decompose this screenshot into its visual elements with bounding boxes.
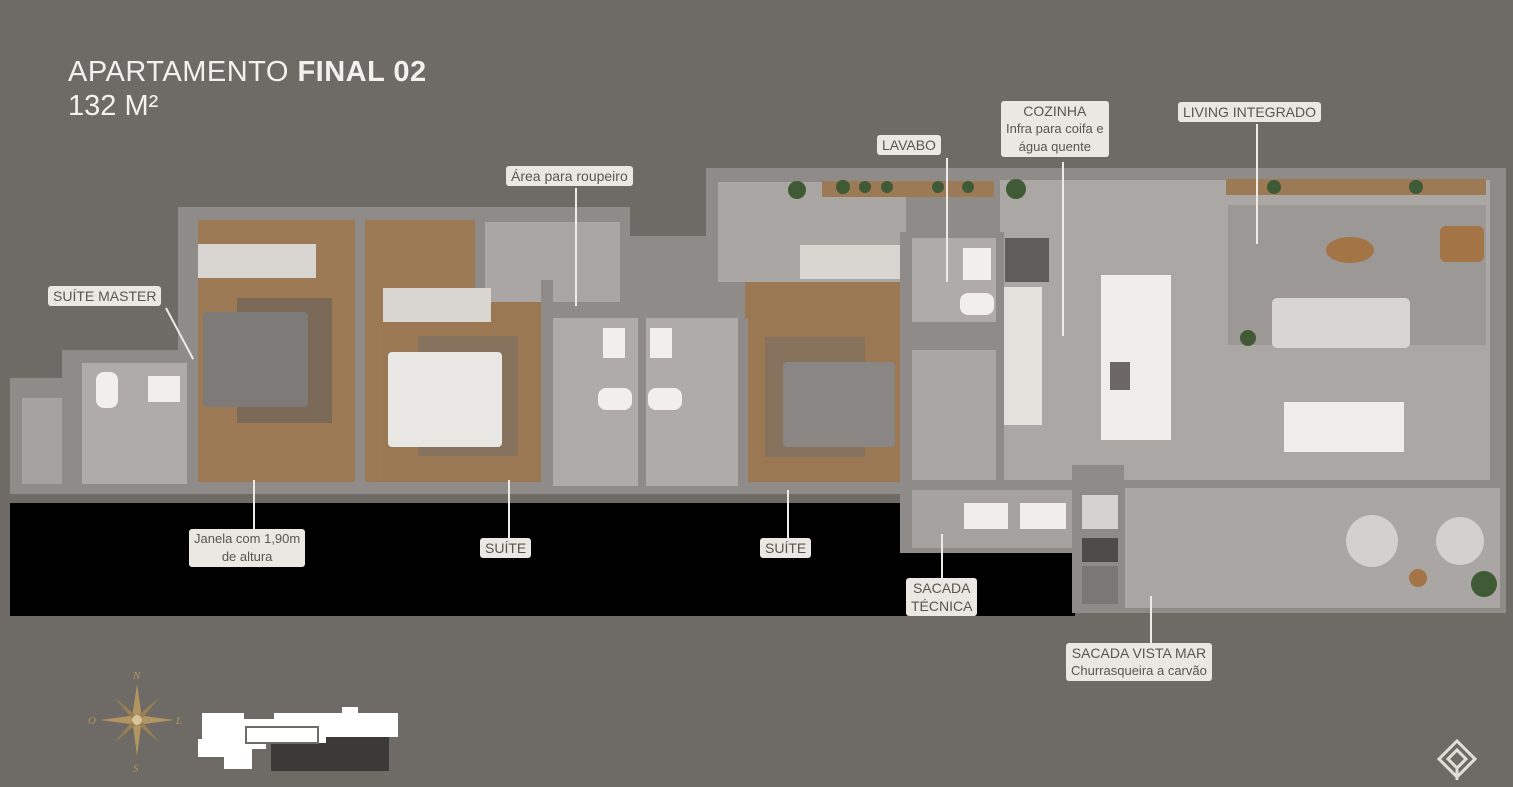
leader-suite-2 (787, 490, 789, 538)
suite-2-wardrobe (800, 245, 900, 279)
interior-wall (62, 378, 80, 494)
building-key-plan-icon (198, 707, 398, 771)
fridge (1005, 238, 1049, 282)
kitchen-island (1101, 275, 1171, 440)
plant (836, 180, 850, 194)
leader-sacada-vista (1150, 596, 1152, 644)
bath-2-sink (650, 328, 672, 358)
sacada-tecnica-line-2: TÉCNICA (911, 598, 973, 614)
master-sink (148, 376, 180, 402)
suite-2-bed (783, 362, 895, 447)
bath-2-toilet (648, 388, 682, 410)
label-cozinha: COZINHA Infra para coifa e água quente (1001, 101, 1109, 157)
laundry-machine (1020, 503, 1066, 529)
laundry-tank (964, 503, 1008, 529)
sacada-tecnica-line-1: SACADA (912, 580, 971, 596)
interior-wall (638, 318, 646, 486)
plant (859, 181, 871, 193)
plant (788, 181, 806, 199)
janela-line-1: Janela com 1,90m (194, 531, 301, 546)
cozinha-title: COZINHA (1023, 103, 1087, 119)
laundry-floor (912, 350, 998, 480)
cozinha-line-1: Infra para coifa e (1006, 121, 1104, 136)
kitchen-counter (1004, 287, 1042, 425)
compass-east: L (175, 715, 182, 727)
plant (1471, 571, 1497, 597)
bbq-grate (1082, 566, 1118, 604)
cooktop (1110, 362, 1130, 390)
plant (1409, 180, 1423, 194)
leader-lavabo (946, 158, 948, 282)
bbq-grill (1082, 493, 1118, 529)
plant (1006, 179, 1026, 199)
leader-janela (253, 480, 255, 530)
plant (962, 181, 974, 193)
plant (1267, 180, 1281, 194)
compass-north: N (132, 670, 141, 682)
label-roupeiro: Área para roupeiro (506, 166, 633, 186)
interior-wall (355, 220, 365, 482)
master-bed (203, 312, 308, 407)
side-table (1409, 569, 1427, 587)
leader-roupeiro (575, 188, 577, 306)
shadow-band (10, 503, 1075, 616)
bath-1-toilet (598, 388, 632, 410)
planter-living (1226, 179, 1486, 195)
leader-living (1256, 124, 1258, 244)
plant (881, 181, 893, 193)
label-lavabo: LAVABO (877, 135, 941, 155)
coffee-table (1326, 237, 1374, 263)
interior-wall (541, 280, 553, 486)
leader-cozinha (1062, 162, 1064, 336)
compass-south: S (133, 763, 139, 775)
interior-wall (900, 232, 910, 492)
cozinha-line-2: água quente (1018, 139, 1091, 154)
leader-sacada-tecnica (941, 534, 943, 578)
label-sacada-tecnica: SACADA TÉCNICA (906, 578, 978, 616)
leader-suite-1 (508, 480, 510, 538)
lounge-chair-2 (1436, 517, 1484, 565)
sacada-vista-sub: Churrasqueira a carvão (1071, 663, 1207, 678)
compass-rose-icon: N S L O (88, 670, 182, 775)
dining-table (1284, 402, 1404, 452)
label-suite-master: SUÍTE MASTER (48, 286, 162, 306)
plant (932, 181, 944, 193)
compass-west: O (88, 715, 96, 727)
interior-wall (996, 232, 1004, 482)
title-prefix: APARTAMENTO (68, 56, 298, 88)
sofa (1272, 298, 1410, 348)
master-toilet (96, 372, 118, 408)
bbq-oven (1082, 538, 1118, 562)
interior-wall (1124, 480, 1504, 488)
label-living: LIVING INTEGRADO (1178, 102, 1322, 122)
label-janela: Janela com 1,90m de altura (189, 529, 306, 567)
interior-wall (738, 318, 748, 486)
label-suite-1: SUÍTE (480, 538, 532, 558)
interior-wall (910, 480, 1072, 490)
bath-1-sink (603, 328, 625, 358)
suite-1-wardrobe (383, 288, 491, 322)
armchair (1440, 226, 1484, 262)
interior-wall (1072, 465, 1124, 495)
plan-area: 132 M² (68, 90, 159, 122)
lounge-chair-1 (1346, 515, 1398, 567)
label-suite-2: SUÍTE (760, 538, 812, 558)
plan-title: APARTAMENTO FINAL 02 (68, 56, 427, 88)
plant (1240, 330, 1256, 346)
lavabo-sink (963, 248, 991, 280)
suite-1-bed (388, 352, 502, 447)
sacada-vista-title: SACADA VISTA MAR (1071, 645, 1207, 661)
label-sacada-vista: SACADA VISTA MAR Churrasqueira a carvão (1066, 643, 1212, 681)
brand-logo-icon (1436, 738, 1478, 780)
lavabo-toilet (960, 293, 994, 315)
title-bold: FINAL 02 (297, 56, 427, 88)
master-wardrobe (198, 244, 316, 278)
janela-line-2: de altura (221, 549, 273, 564)
